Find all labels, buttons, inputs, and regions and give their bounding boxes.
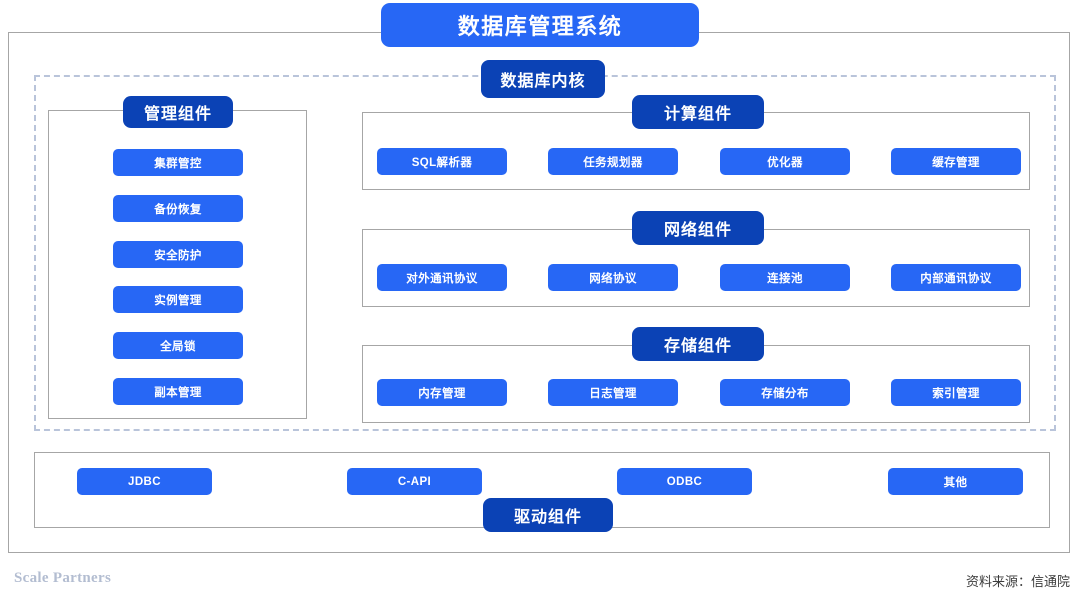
storage-item-2[interactable]: 存储分布 (720, 379, 850, 406)
network-components-label: 网络组件 (632, 211, 764, 245)
compute-item-1[interactable]: 任务规划器 (548, 148, 678, 175)
compute-item-0[interactable]: SQL解析器 (377, 148, 507, 175)
compute-item-2[interactable]: 优化器 (720, 148, 850, 175)
management-item-2[interactable]: 安全防护 (113, 241, 243, 268)
compute-item-3[interactable]: 缓存管理 (891, 148, 1021, 175)
storage-item-3[interactable]: 索引管理 (891, 379, 1021, 406)
network-item-1[interactable]: 网络协议 (548, 264, 678, 291)
footer-source: 资料来源：信通院 (965, 574, 1070, 589)
compute-components-label: 计算组件 (632, 95, 764, 129)
driver-item-1[interactable]: C-API (347, 468, 482, 495)
management-item-5[interactable]: 副本管理 (113, 378, 243, 405)
network-item-3[interactable]: 内部通讯协议 (891, 264, 1021, 291)
database-kernel-label: 数据库内核 (481, 60, 605, 98)
network-item-2[interactable]: 连接池 (720, 264, 850, 291)
management-item-3[interactable]: 实例管理 (113, 286, 243, 313)
network-item-0[interactable]: 对外通讯协议 (377, 264, 507, 291)
driver-item-2[interactable]: ODBC (617, 468, 752, 495)
management-item-1[interactable]: 备份恢复 (113, 195, 243, 222)
management-components-label: 管理组件 (123, 96, 233, 128)
driver-components-label: 驱动组件 (483, 498, 613, 532)
storage-item-0[interactable]: 内存管理 (377, 379, 507, 406)
driver-item-0[interactable]: JDBC (77, 468, 212, 495)
page-title: 数据库管理系统 (381, 3, 699, 47)
management-item-0[interactable]: 集群管控 (113, 149, 243, 176)
driver-item-3[interactable]: 其他 (888, 468, 1023, 495)
management-item-4[interactable]: 全局锁 (113, 332, 243, 359)
storage-components-label: 存储组件 (632, 327, 764, 361)
storage-item-1[interactable]: 日志管理 (548, 379, 678, 406)
footer-brand: Scale Partners (14, 570, 112, 586)
